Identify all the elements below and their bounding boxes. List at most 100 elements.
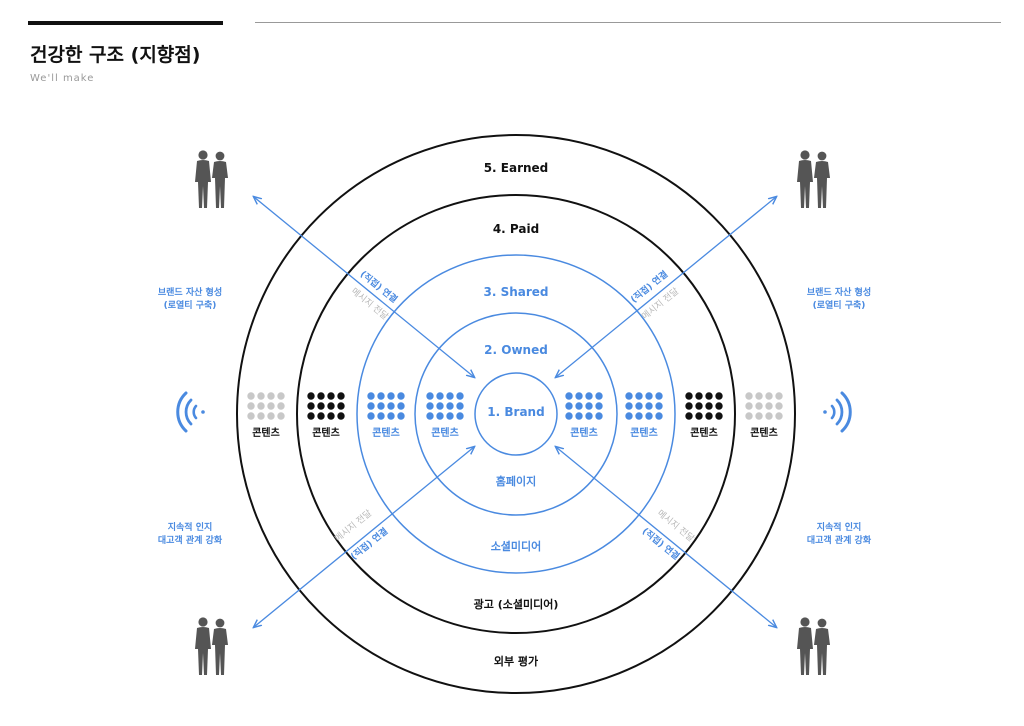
content-dot	[575, 412, 583, 420]
content-dot	[397, 402, 405, 410]
content-dot	[715, 412, 723, 420]
content-dot	[575, 402, 583, 410]
ring-label-shared: 3. Shared	[483, 285, 548, 299]
content-dot	[426, 412, 434, 420]
content-dot	[317, 412, 325, 420]
content-dot	[765, 402, 773, 410]
content-dot	[655, 392, 663, 400]
content-dot	[446, 402, 454, 410]
ring-earned	[236, 134, 796, 694]
content-dot	[337, 412, 345, 420]
content-dot	[277, 392, 285, 400]
side-label-brand-right-2: (로열티 구축)	[813, 299, 866, 311]
dot-grid-earned-left	[247, 392, 285, 420]
ring-label-brand: 1. Brand	[487, 405, 544, 419]
content-dot	[685, 392, 693, 400]
content-dot	[337, 392, 345, 400]
ring-paid	[296, 194, 736, 634]
content-dot	[397, 412, 405, 420]
content-dot	[625, 392, 633, 400]
content-dot	[436, 392, 444, 400]
content-dot	[456, 402, 464, 410]
content-dot	[685, 412, 693, 420]
side-label-aware-right-2: 대고객 관계 강화	[807, 534, 872, 546]
dot-grid-earned-right	[745, 392, 783, 420]
content-dot	[387, 412, 395, 420]
content-dot	[695, 402, 703, 410]
content-dot	[595, 402, 603, 410]
content-dot	[655, 412, 663, 420]
content-dot	[755, 392, 763, 400]
content-dot	[426, 392, 434, 400]
people-icon	[797, 150, 830, 208]
signal-waves-left-icon	[176, 391, 205, 433]
content-dot	[267, 392, 275, 400]
content-dot	[565, 392, 573, 400]
content-dot	[775, 402, 783, 410]
content-label-shared-right: 콘텐츠	[630, 426, 658, 439]
side-label-aware-right-1: 지속적 인지	[817, 521, 862, 533]
content-dot	[565, 402, 573, 410]
content-dot	[745, 392, 753, 400]
content-dot	[635, 412, 643, 420]
content-dot	[337, 402, 345, 410]
content-dot	[705, 412, 713, 420]
content-dot	[635, 402, 643, 410]
dot-grid-owned-left	[426, 392, 464, 420]
content-dot	[585, 412, 593, 420]
content-dot	[277, 412, 285, 420]
content-dot	[705, 402, 713, 410]
content-label-owned-left: 콘텐츠	[431, 426, 459, 439]
people-icon	[195, 150, 228, 208]
header-bar-thin	[255, 22, 1001, 23]
side-label-brand-left-1: 브랜드 자산 형성	[158, 286, 222, 298]
content-dot	[257, 392, 265, 400]
content-dot	[745, 412, 753, 420]
content-dot	[397, 392, 405, 400]
bottom-label-shared: 소셜미디어	[491, 539, 542, 553]
ring-brand	[474, 372, 558, 456]
content-dot	[327, 392, 335, 400]
content-dot	[456, 412, 464, 420]
content-dot	[645, 402, 653, 410]
content-dot	[775, 412, 783, 420]
content-dot	[645, 392, 653, 400]
content-dot	[267, 412, 275, 420]
content-dot	[765, 412, 773, 420]
content-dot	[695, 392, 703, 400]
content-dot	[715, 392, 723, 400]
content-dot	[595, 392, 603, 400]
content-dot	[446, 392, 454, 400]
content-dot	[446, 412, 454, 420]
content-dot	[307, 412, 315, 420]
dot-grid-owned-right	[565, 392, 603, 420]
content-dot	[267, 402, 275, 410]
content-dot	[705, 392, 713, 400]
dot-grid-shared-left	[367, 392, 405, 420]
people-icon	[195, 617, 228, 675]
content-dot	[277, 402, 285, 410]
content-dot	[695, 412, 703, 420]
content-dot	[436, 402, 444, 410]
arrow-top-right	[556, 197, 776, 377]
arrow-top-left	[254, 197, 474, 377]
content-dot	[625, 412, 633, 420]
content-dot	[377, 402, 385, 410]
content-label-owned-right: 콘텐츠	[570, 426, 598, 439]
bottom-label-earned: 외부 평가	[494, 654, 538, 668]
content-dot	[247, 402, 255, 410]
side-label-aware-left-1: 지속적 인지	[168, 521, 213, 533]
content-dot	[377, 392, 385, 400]
dot-grid-shared-right	[625, 392, 663, 420]
content-dot	[685, 402, 693, 410]
page-subtitle: We'll make	[30, 73, 95, 84]
content-dot	[635, 392, 643, 400]
arrow-bottom-right	[556, 447, 776, 627]
content-dot	[655, 402, 663, 410]
content-dot	[565, 412, 573, 420]
content-label-paid-left: 콘텐츠	[312, 426, 340, 439]
dot-grid-paid-right	[685, 392, 723, 420]
header-bar-thick	[28, 21, 223, 25]
content-dot	[575, 392, 583, 400]
